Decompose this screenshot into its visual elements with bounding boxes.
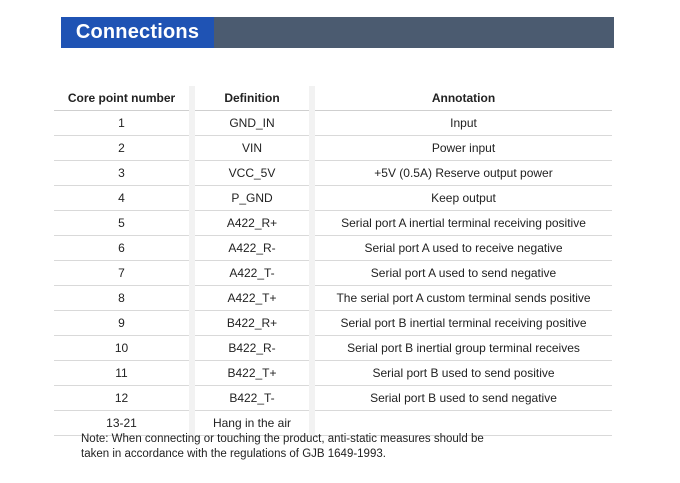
connections-table: Core point number Definition Annotation … [54, 86, 612, 436]
section-title-box: Connections [61, 17, 214, 48]
note-text: Note: When connecting or touching the pr… [81, 432, 601, 462]
cell-core-point-number: 2 [54, 135, 192, 161]
cell-core-point-number: 7 [54, 260, 192, 286]
cell-core-point-number: 6 [54, 235, 192, 261]
connections-table-wrapper: Core point number Definition Annotation … [54, 86, 612, 436]
cell-annotation: Input [309, 110, 612, 136]
cell-core-point-number: 8 [54, 285, 192, 311]
note-line-1: Note: When connecting or touching the pr… [81, 433, 484, 445]
cell-annotation: Keep output [309, 185, 612, 211]
cell-core-point-number: 4 [54, 185, 192, 211]
column-header-definition: Definition [189, 86, 312, 111]
cell-core-point-number: 10 [54, 335, 192, 361]
cell-definition: A422_T+ [189, 285, 312, 311]
cell-definition: VIN [189, 135, 312, 161]
column-header-annotation: Annotation [309, 86, 612, 111]
note-line-2: taken in accordance with the regulations… [81, 448, 386, 460]
cell-definition: A422_R+ [189, 210, 312, 236]
section-header-band [214, 17, 614, 48]
cell-annotation: The serial port A custom terminal sends … [309, 285, 612, 311]
cell-definition: P_GND [189, 185, 312, 211]
cell-definition: B422_R+ [189, 310, 312, 336]
section-header: Connections [61, 17, 614, 48]
cell-annotation: Power input [309, 135, 612, 161]
cell-annotation: +5V (0.5A) Reserve output power [309, 160, 612, 186]
cell-definition: A422_R- [189, 235, 312, 261]
cell-definition: B422_R- [189, 335, 312, 361]
cell-definition: GND_IN [189, 110, 312, 136]
cell-annotation: Serial port B used to send negative [309, 385, 612, 411]
column-header-core-point-number: Core point number [54, 86, 192, 111]
cell-core-point-number: 3 [54, 160, 192, 186]
cell-definition: B422_T- [189, 385, 312, 411]
cell-definition: A422_T- [189, 260, 312, 286]
cell-annotation: Serial port A inertial terminal receivin… [309, 210, 612, 236]
cell-annotation: Serial port B inertial group terminal re… [309, 335, 612, 361]
cell-core-point-number: 9 [54, 310, 192, 336]
cell-annotation: Serial port A used to send negative [309, 260, 612, 286]
cell-definition: B422_T+ [189, 360, 312, 386]
cell-annotation: Serial port B inertial terminal receivin… [309, 310, 612, 336]
cell-annotation: Serial port B used to send positive [309, 360, 612, 386]
cell-definition: Hang in the air [189, 410, 312, 436]
cell-core-point-number: 13-21 [54, 410, 192, 436]
cell-core-point-number: 11 [54, 360, 192, 386]
cell-definition: VCC_5V [189, 160, 312, 186]
section-title: Connections [75, 21, 200, 43]
cell-core-point-number: 1 [54, 110, 192, 136]
cell-annotation [309, 410, 612, 436]
cell-core-point-number: 12 [54, 385, 192, 411]
table-header-row: Core point number Definition Annotation [54, 86, 612, 111]
cell-core-point-number: 5 [54, 210, 192, 236]
cell-annotation: Serial port A used to receive negative [309, 235, 612, 261]
